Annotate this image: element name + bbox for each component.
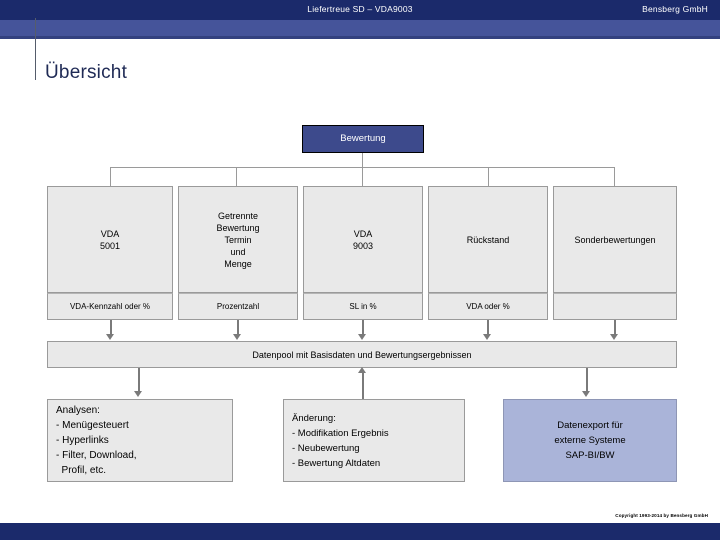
column-3-bottom[interactable]: SL in %	[303, 293, 423, 320]
connector-col2-datapool	[237, 320, 239, 335]
header-subbar	[0, 20, 720, 36]
node-bewertung[interactable]: Bewertung	[302, 125, 424, 153]
column-3-bottom-text: SL in %	[349, 301, 377, 311]
title-accent-line	[35, 18, 36, 80]
column-5-top[interactable]: Sonderbewertungen	[553, 186, 677, 293]
connector-col4-datapool	[487, 320, 489, 335]
column-1-bottom-text: VDA-Kennzahl oder %	[69, 301, 151, 311]
connector-drop-3	[362, 167, 363, 186]
node-aenderung-text: Änderung:- Modifikation Ergebnis- Neubew…	[292, 412, 389, 469]
arrow-datenexport-down-icon	[582, 391, 590, 397]
connector-datapool-analysen	[138, 368, 140, 392]
connector-drop-5	[614, 167, 615, 186]
connector-drop-2	[236, 167, 237, 186]
column-2-bottom[interactable]: Prozentzahl	[178, 293, 298, 320]
column-4-top-text: Rückstand	[466, 234, 510, 245]
header-company: Bensberg GmbH	[642, 4, 708, 14]
column-5-bottom[interactable]	[553, 293, 677, 320]
arrow-col2-down-icon	[233, 334, 241, 340]
column-4-bottom-text: VDA oder %	[466, 301, 510, 311]
column-5-top-text: Sonderbewertungen	[574, 234, 656, 245]
page-title: Übersicht	[45, 62, 128, 83]
node-analysen-text: Analysen:- Menügesteuert- Hyperlinks- Fi…	[56, 405, 137, 476]
copyright-text: Copyright 1993-2014 by Bensberg GmbH	[615, 513, 708, 518]
connector-col5-datapool	[614, 320, 616, 335]
arrow-analysen-down-icon	[134, 391, 142, 397]
column-4-bottom[interactable]: VDA oder %	[428, 293, 548, 320]
arrow-aenderung-up-icon	[358, 367, 366, 373]
app-header-bar: Liefertreue SD – VDA9003 Bensberg GmbH	[0, 0, 720, 20]
arrow-col1-down-icon	[106, 334, 114, 340]
node-analysen[interactable]: Analysen:- Menügesteuert- Hyperlinks- Fi…	[47, 399, 233, 482]
header-title: Liefertreue SD – VDA9003	[307, 4, 413, 14]
arrow-col3-down-icon	[358, 334, 366, 340]
connector-drop-4	[488, 167, 489, 186]
arrow-col4-down-icon	[483, 334, 491, 340]
connector-datapool-datenexport	[586, 368, 588, 392]
node-datapool[interactable]: Datenpool mit Basisdaten und Bewertungse…	[47, 341, 677, 368]
column-4-top[interactable]: Rückstand	[428, 186, 548, 293]
node-datapool-text: Datenpool mit Basisdaten und Bewertungse…	[252, 349, 472, 360]
connector-aenderung-datapool	[362, 372, 364, 399]
connector-col1-datapool	[110, 320, 112, 335]
column-2-bottom-text: Prozentzahl	[216, 301, 260, 311]
connector-col3-datapool	[362, 320, 364, 335]
app-footer-bar	[0, 523, 720, 540]
header-subbar-shadow	[0, 36, 720, 39]
arrow-col5-down-icon	[610, 334, 618, 340]
connector-drop-1	[110, 167, 111, 186]
column-1-bottom[interactable]: VDA-Kennzahl oder %	[47, 293, 173, 320]
node-aenderung[interactable]: Änderung:- Modifikation Ergebnis- Neubew…	[283, 399, 465, 482]
